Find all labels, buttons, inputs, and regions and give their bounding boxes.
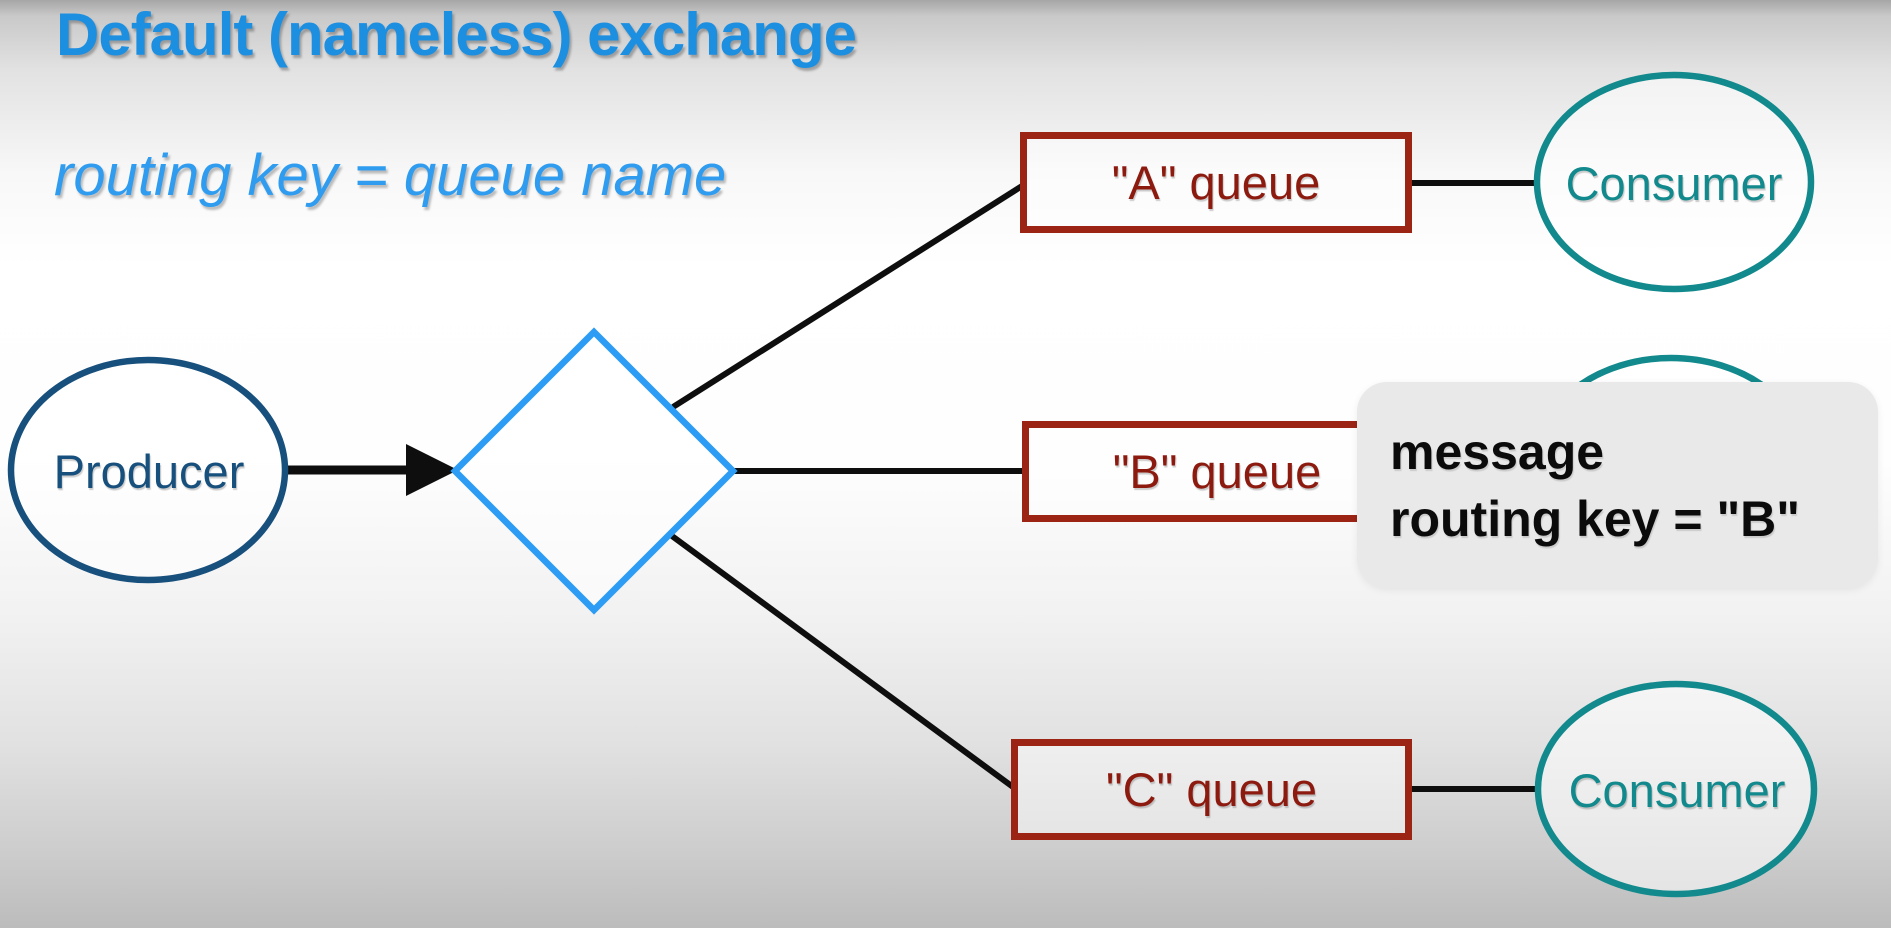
- queue-c-box: "C" queue: [1011, 739, 1412, 840]
- queue-a-label: "A" queue: [1111, 156, 1321, 209]
- consumer-top-label: Consumer: [1565, 157, 1783, 210]
- message-routing-callout: message routing key = "B": [1357, 382, 1878, 588]
- queue-b-label: "B" queue: [1112, 445, 1322, 498]
- producer-ellipse: [7, 356, 289, 584]
- consumer-ellipse-bottom: [1534, 680, 1818, 898]
- callout-line-1: message: [1390, 424, 1605, 480]
- consumer-bottom-label: Consumer: [1568, 764, 1786, 817]
- arrowhead-icon: [406, 444, 458, 496]
- callout-line-2: routing key = "B": [1390, 491, 1800, 547]
- exchange-diamond-icon: [450, 327, 738, 615]
- consumer-ellipse-top: [1533, 71, 1815, 293]
- queue-b-box: "B" queue: [1022, 421, 1412, 522]
- queue-c-label: "C" queue: [1105, 763, 1318, 816]
- edge-exchange-to-queue-a: [671, 183, 1024, 410]
- page-title: Default (nameless) exchange: [56, 1, 857, 68]
- producer-label: Producer: [53, 445, 245, 498]
- edge-exchange-to-queue-c: [670, 533, 1015, 790]
- queue-a-box: "A" queue: [1020, 132, 1412, 233]
- page-subtitle: routing key = queue name: [54, 143, 727, 208]
